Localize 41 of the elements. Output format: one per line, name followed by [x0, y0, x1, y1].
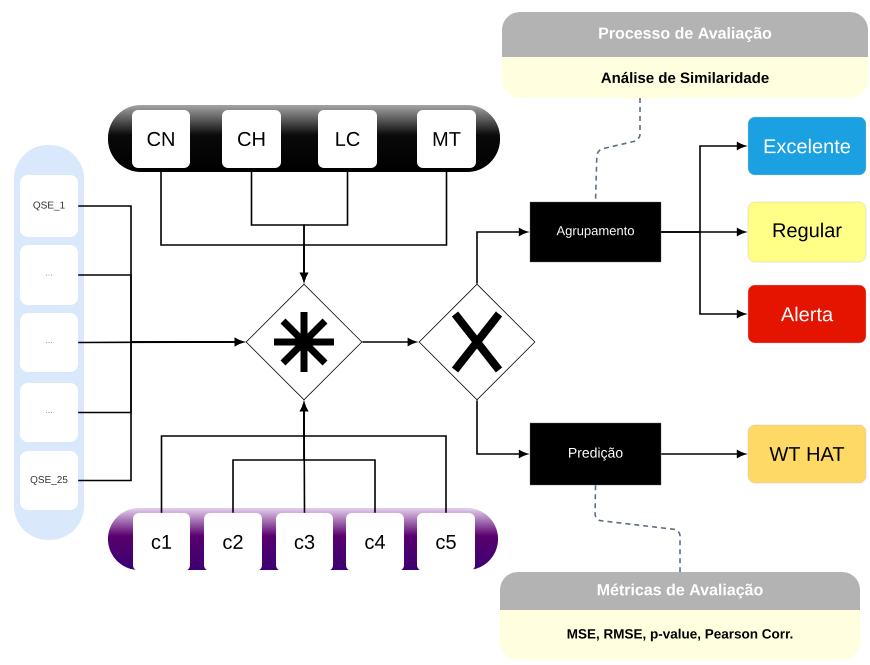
label-box: c1 [133, 513, 190, 571]
arrow [78, 338, 244, 482]
node-label: c1 [152, 535, 172, 549]
node-label: c3 [294, 534, 314, 550]
category-box: WT HAT [748, 424, 866, 484]
node-label: c2 [223, 534, 243, 550]
label-box: MT [417, 110, 476, 168]
label-box: CN [132, 110, 190, 168]
card-heading: Processo de Avaliação [599, 27, 772, 42]
label-box: c4 [346, 513, 404, 571]
gateway-diamond [246, 284, 362, 400]
note-card [500, 572, 860, 660]
card-text: Análise de Similaridade [601, 72, 769, 84]
category-box: Excelente [748, 116, 866, 176]
label-box: LC [318, 110, 377, 168]
card-text: MSE, RMSE, p-value, Pearson Corr. [568, 628, 792, 642]
label-box: c2 [204, 513, 262, 571]
connector-line [594, 485, 681, 572]
category-box: Alerta [748, 284, 866, 344]
arrow [362, 338, 416, 346]
input-box: ... [20, 313, 78, 372]
note-card [502, 12, 868, 98]
label-box: CH [222, 110, 281, 168]
node-label: c4 [365, 535, 385, 549]
arrow [476, 400, 528, 458]
arrow [300, 402, 447, 513]
input-box: QSE_25 [20, 451, 78, 510]
process-box: Agrupamento [530, 202, 662, 262]
node-label: c5 [436, 535, 456, 549]
card-heading: Métricas de Avaliação [598, 583, 763, 599]
label-box: c3 [276, 513, 333, 571]
arrow [661, 450, 746, 458]
input-box: QSE_1 [20, 175, 78, 237]
arrow [661, 231, 746, 318]
category-box: Regular [748, 202, 866, 262]
input-box: ... [20, 383, 78, 442]
input-box: ... [20, 245, 78, 305]
label-box: c5 [417, 513, 475, 571]
arrow [476, 228, 528, 284]
process-box: Predição [530, 422, 662, 486]
gateway-diamond [418, 284, 536, 400]
